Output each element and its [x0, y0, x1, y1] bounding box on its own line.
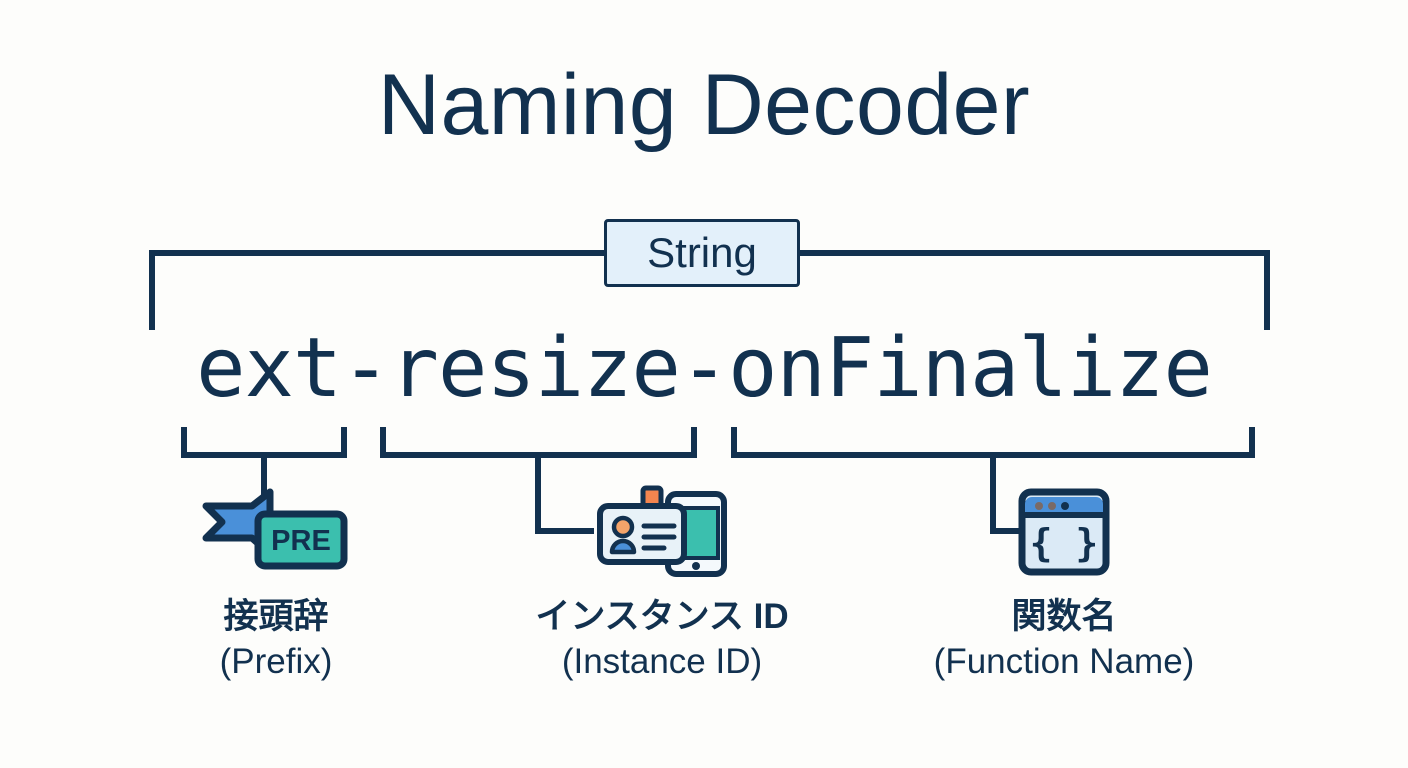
segment-instance-id-label-ja: インスタンス ID [535, 597, 789, 636]
bracket-string-left [149, 250, 607, 330]
code-braces-text: { } [1030, 521, 1099, 565]
segment-function-name-label-ja: 関数名 [1011, 597, 1117, 636]
segment-instance-id-label-en: (Instance ID) [561, 641, 763, 681]
segment-prefix-label-ja: 接頭辞 [223, 597, 329, 636]
function-icon-wrap: { } [1014, 480, 1114, 584]
prefix-tag-text: PRE [271, 525, 331, 557]
id-card-icon [597, 485, 727, 577]
code-window-icon: { } [1018, 488, 1110, 576]
prefix-tag-icon: PRE [202, 488, 348, 570]
segment-instance-id: インスタンス ID (Instance ID) [482, 480, 842, 681]
bracket-function-name [731, 427, 1255, 458]
bracket-instance-id [380, 427, 697, 458]
bracket-string-right [797, 250, 1270, 330]
string-chip-label: String [647, 229, 757, 276]
instance-icon-wrap [594, 480, 730, 584]
bracket-prefix [181, 427, 347, 458]
prefix-icon-wrap: PRE [200, 480, 352, 584]
segment-function-name-label-en: (Function Name) [933, 641, 1195, 681]
segment-function-name: { } 関数名 (Function Name) [884, 480, 1244, 681]
page-title: Naming Decoder [377, 57, 1031, 153]
segment-prefix: PRE 接頭辞 (Prefix) [176, 480, 376, 681]
segment-prefix-label-en: (Prefix) [219, 641, 333, 681]
code-string: ext-resize-onFinalize [196, 321, 1213, 416]
string-type-chip[interactable]: String [604, 219, 800, 287]
